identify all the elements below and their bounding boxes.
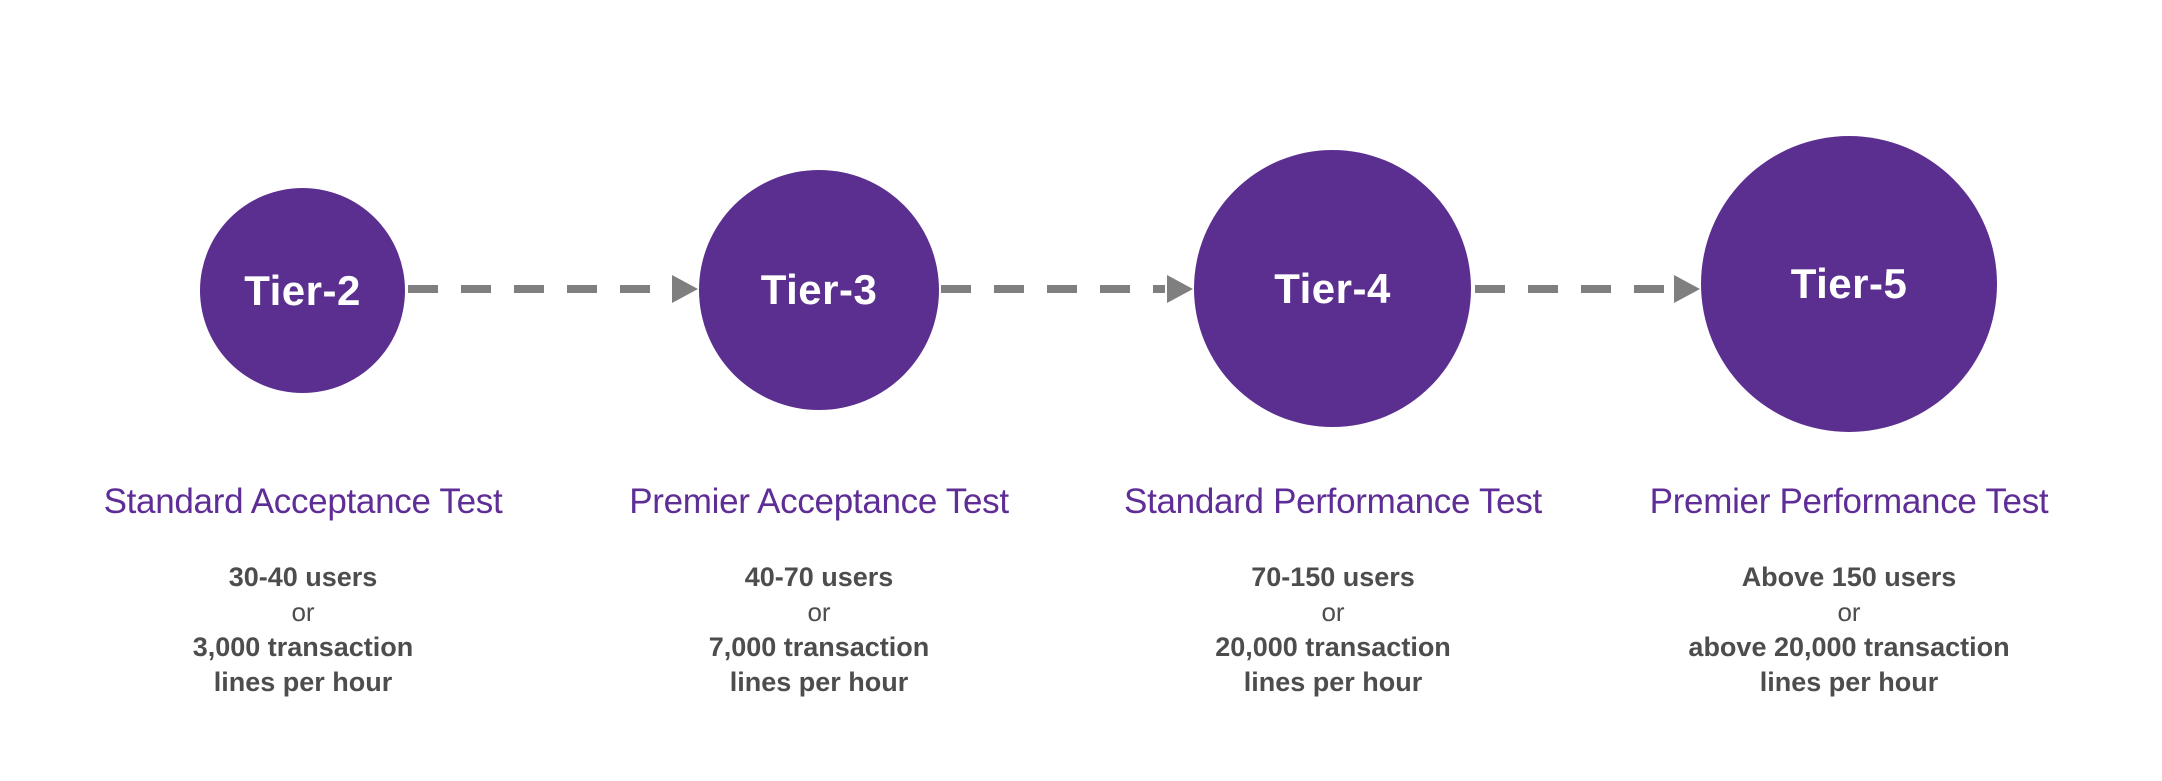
tier-5-label: Tier-5 xyxy=(1790,260,1908,307)
tier-4-capacity-line2: lines per hour xyxy=(1243,667,1423,697)
tier-5-circle: Tier-5 xyxy=(1701,136,1997,432)
tier-3-test-name: Premier Acceptance Test xyxy=(629,482,1009,521)
dashed-arrow-icon xyxy=(941,267,1193,311)
tier-2-details: 30-40 users or 3,000 transaction lines p… xyxy=(45,560,561,700)
tier-2-capacity-line1: 3,000 transaction xyxy=(192,632,414,662)
tier-3-or: or xyxy=(807,597,831,627)
tier-5-test-name: Premier Performance Test xyxy=(1649,482,2049,521)
tier-3-capacity-line1: 7,000 transaction xyxy=(708,632,930,662)
tier-2-capacity-line2: lines per hour xyxy=(213,667,393,697)
tier-3-details: 40-70 users or 7,000 transaction lines p… xyxy=(561,560,1077,700)
tier-4-or: or xyxy=(1321,597,1345,627)
tier-2-test-name: Standard Acceptance Test xyxy=(103,482,503,521)
tier-3-label: Tier-3 xyxy=(760,266,878,313)
tier-4-details: 70-150 users or 20,000 transaction lines… xyxy=(1075,560,1591,700)
tier-4-circle: Tier-4 xyxy=(1194,150,1471,427)
dashed-arrow-icon xyxy=(1475,267,1700,311)
tier-3-circle: Tier-3 xyxy=(699,170,939,410)
tier-2-or: or xyxy=(291,597,315,627)
tier-4-label: Tier-4 xyxy=(1274,264,1391,312)
tier-5-capacity-line1: above 20,000 transaction xyxy=(1688,632,2010,662)
tier-4-capacity-line1: 20,000 transaction xyxy=(1215,632,1451,662)
tier-3-capacity-line2: lines per hour xyxy=(729,667,909,697)
dashed-arrow-icon xyxy=(408,267,698,311)
tier-2-circle: Tier-2 xyxy=(200,188,405,393)
tier-3-users: 40-70 users xyxy=(744,562,894,592)
tier-5-details: Above 150 users or above 20,000 transact… xyxy=(1591,560,2107,700)
tier-2-label: Tier-2 xyxy=(244,266,361,314)
tier-2-users: 30-40 users xyxy=(228,562,378,592)
tier-5-users: Above 150 users xyxy=(1741,562,1957,592)
tier-4-users: 70-150 users xyxy=(1251,562,1415,592)
tier-5-or: or xyxy=(1837,597,1861,627)
tier-5-capacity-line2: lines per hour xyxy=(1759,667,1939,697)
tier-4-test-name: Standard Performance Test xyxy=(1124,482,1542,521)
